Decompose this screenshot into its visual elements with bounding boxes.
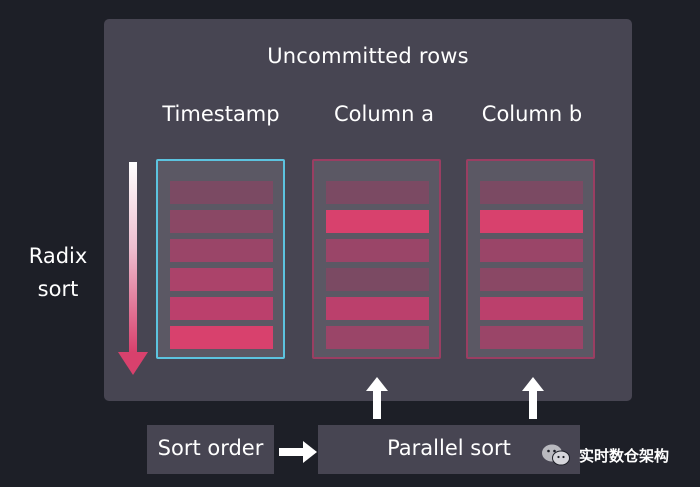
column-b-box — [466, 159, 595, 359]
arrow-up-icon — [366, 377, 388, 419]
column-b-row — [480, 239, 583, 262]
column-header-column-a: Column a — [334, 102, 434, 126]
column-a-row — [326, 268, 429, 291]
panel-title: Uncommitted rows — [267, 44, 469, 68]
column-b-row — [480, 268, 583, 291]
column-b-row — [480, 210, 583, 233]
timestamp-row — [170, 239, 273, 262]
column-a-row — [326, 181, 429, 204]
column-b-row — [480, 181, 583, 204]
timestamp-row — [170, 181, 273, 204]
arrow-right-icon — [279, 441, 317, 463]
timestamp-row — [170, 210, 273, 233]
sort-order-box: Sort order — [147, 425, 274, 474]
timestamp-row — [170, 297, 273, 320]
radix-sort-label: Radix sort — [18, 240, 98, 306]
parallel-sort-box: Parallel sort — [318, 425, 580, 474]
column-header-column-b: Column b — [481, 102, 583, 126]
arrow-up-icon — [522, 377, 544, 419]
watermark: 实时数仓架构 — [541, 440, 669, 470]
column-a-row — [326, 239, 429, 262]
column-a-box — [312, 159, 441, 359]
wechat-icon — [542, 444, 570, 466]
sort-order-label: Sort order — [157, 436, 264, 460]
column-a-row — [326, 297, 429, 320]
timestamp-row — [170, 268, 273, 291]
column-header-timestamp: Timestamp — [162, 102, 280, 126]
column-a-row — [326, 326, 429, 349]
timestamp-row — [170, 326, 273, 349]
radix-sort-arrow-icon — [118, 162, 148, 375]
timestamp-column-box — [156, 159, 285, 359]
radix-label-line1: Radix — [28, 244, 88, 268]
column-b-row — [480, 297, 583, 320]
column-b-row — [480, 326, 583, 349]
watermark-text: 实时数仓架构 — [579, 446, 670, 465]
radix-label-line2: sort — [37, 277, 79, 301]
parallel-sort-label: Parallel sort — [387, 436, 511, 460]
column-a-row — [326, 210, 429, 233]
